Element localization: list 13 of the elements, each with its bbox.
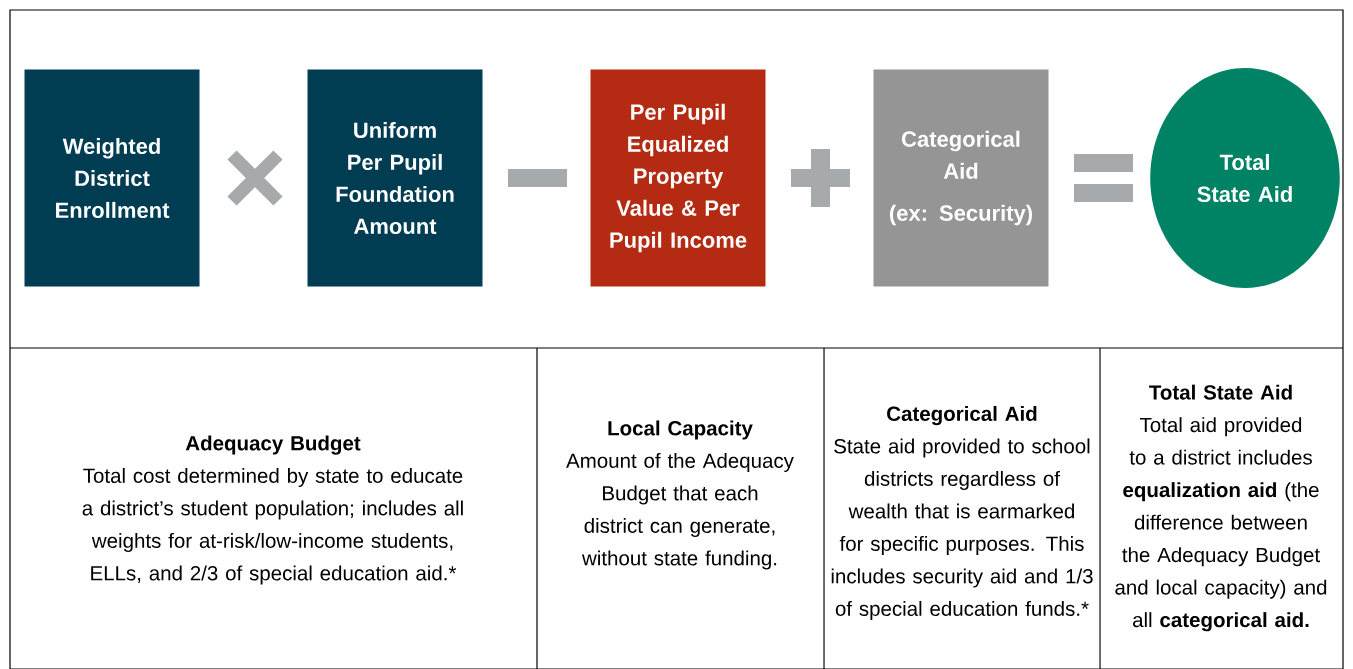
cell-heading: Local Capacity: [608, 420, 753, 440]
cell-text: Total aid provided to a district includes equalization aid (the difference between the Adequacy Budget and local capacity) and all categorical aid.: [1115, 417, 1327, 632]
process-box: Per Pupil Equalized Property Value & Per Pupil Income: [590, 69, 766, 287]
cell-text: State aid provided to school districts regardless of wealth that is earmarked for specific purposes. This includes security aid and 1/3 of special education funds.*: [831, 438, 1093, 621]
cell-heading: Total State Aid: [1149, 384, 1292, 400]
process-box: Uniform Per Pupil Foundation Amount: [307, 69, 483, 287]
process-box: Categorical Aid (ex: Security): [873, 69, 1049, 287]
ellipse-node: Total State Aid: [1150, 68, 1340, 288]
cell-text: Amount of the Adequacy Budget that each district can generate, without state funding.: [566, 452, 794, 570]
cell-text: Total cost determined by state to educate a district’s student population; includes all weights for at-risk/low-income students, ELLs, and 2/3 of special education aid.*: [82, 467, 463, 585]
cell-heading: Categorical Aid: [887, 405, 1037, 426]
cell-heading: Adequacy Budget: [185, 435, 361, 455]
process-box: Weighted District Enrollment: [24, 69, 200, 287]
